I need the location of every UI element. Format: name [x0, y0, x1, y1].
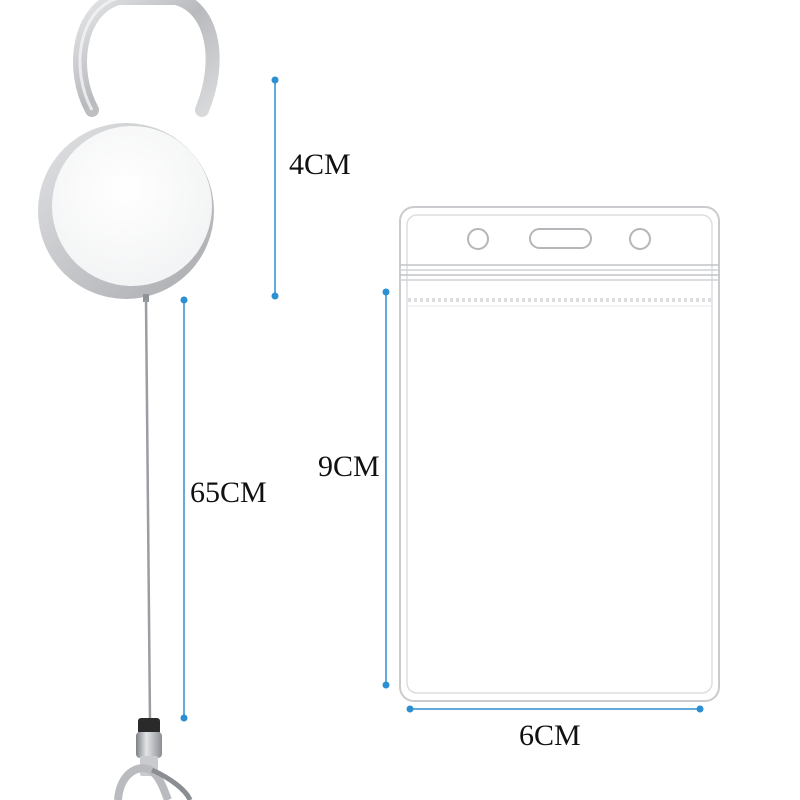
clip-hardware	[114, 718, 193, 800]
reel-diameter-label: 4CM	[289, 148, 351, 181]
holder-outer	[399, 206, 720, 702]
dimension-line-reel	[271, 76, 279, 300]
cord-length-label: 65CM	[190, 476, 267, 509]
dimension-line-cord	[180, 296, 188, 722]
holder-width-label: 6CM	[519, 719, 581, 752]
retractable-cord	[144, 299, 152, 723]
zip-seal	[400, 264, 719, 281]
holder-inner	[406, 214, 713, 694]
badge-holder	[399, 206, 720, 702]
dimension-line-height	[382, 288, 390, 689]
left-hole	[467, 228, 489, 250]
holder-height-label: 9CM	[318, 450, 380, 483]
right-hole	[629, 228, 651, 250]
reel-face	[52, 126, 212, 286]
badge-reel	[38, 0, 220, 800]
dimension-line-width	[406, 705, 704, 713]
carabiner-ring	[73, 0, 220, 117]
slot-hole	[529, 228, 592, 249]
